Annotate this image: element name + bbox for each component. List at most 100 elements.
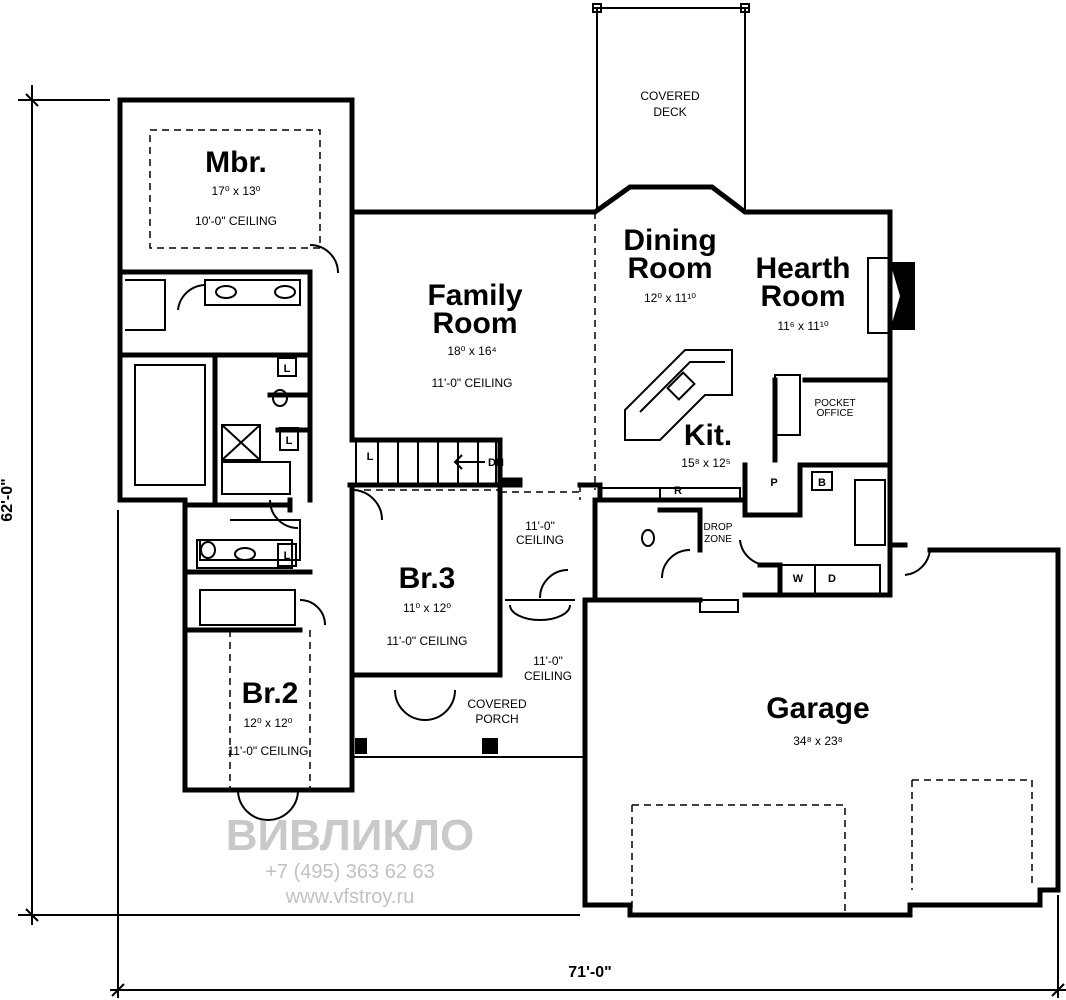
plan-stroke (117, 97, 188, 503)
kitchen-size: 15⁸ x 12⁵ (681, 456, 730, 470)
plan-stroke (811, 471, 833, 491)
staircase (355, 439, 497, 486)
covered-porch-label: COVERED (467, 697, 527, 711)
linen-label: L (284, 363, 291, 375)
linen-label: L (367, 451, 374, 463)
mbr-closet (125, 279, 206, 486)
laundry-area (780, 479, 886, 595)
watermark-phone: +7 (495) 363 62 63 (265, 861, 435, 883)
drop-zone-label: DROP (704, 522, 733, 533)
watermark-site: www.vfstroy.ru (285, 886, 415, 908)
toilet-icon (272, 389, 288, 407)
plan-stroke (582, 542, 1061, 918)
br3-size: 11⁰ x 12⁰ (403, 601, 451, 615)
mbr-ceiling: 10'-0" CEILING (195, 214, 277, 228)
covered-porch-label: PORCH (475, 712, 518, 726)
plan-stroke (204, 279, 301, 306)
porch-column-icon (482, 738, 498, 754)
plan-stroke (182, 502, 355, 793)
mbr-ceiling-outline (149, 129, 321, 249)
plan-stroke (111, 983, 125, 997)
hearth-room-size: 11⁶ x 11¹⁰ (777, 319, 829, 333)
plan-stroke (217, 352, 523, 488)
linen-label: L (286, 435, 293, 447)
br2-label: Br.2 (242, 677, 299, 710)
hall-ceiling: 11'-0" (525, 519, 555, 533)
pocket-office-label: OFFICE (817, 408, 854, 419)
kitchen-counter (600, 487, 741, 500)
linen-label: L (284, 550, 291, 562)
toilet-icon (641, 529, 655, 547)
family-room-label: Room (433, 307, 518, 340)
br2-ceiling: 11'-0" CEILING (227, 744, 308, 758)
plan-stroke (1051, 983, 1065, 997)
kitchen-island (624, 349, 733, 441)
br2-size: 12⁰ x 12⁰ (244, 716, 293, 730)
plan-stroke (25, 908, 39, 922)
width-dimension: 71'-0" (568, 964, 611, 981)
bathtub-icon (221, 461, 291, 495)
dryer-label: D (828, 573, 836, 585)
plan-stroke (279, 427, 299, 451)
plan-stroke (199, 519, 301, 626)
plan-stroke (117, 269, 313, 633)
br3-ceiling: 11'-0" CEILING (386, 634, 467, 648)
garage-label: Garage (766, 692, 869, 725)
plan-stroke (117, 97, 893, 598)
bench-label: B (818, 477, 826, 489)
kitchen-label: Kit. (684, 419, 732, 452)
dining-room-size: 12⁰ x 11¹⁰ (644, 291, 696, 305)
covered-deck (592, 3, 750, 212)
sink-icon (215, 285, 237, 299)
mbr-size: 17⁰ x 13⁰ (212, 184, 261, 198)
step (699, 599, 739, 613)
drop-zone-label: ZONE (704, 534, 732, 545)
door-swings (177, 244, 931, 821)
fixture-labels: L L L L DN R P B W D (277, 357, 836, 585)
sink-icon (274, 285, 296, 299)
cooktop-icon (774, 374, 801, 436)
toilet-icon (200, 541, 216, 559)
garage-doors (631, 779, 1033, 912)
kitchen-sink-icon (666, 371, 696, 401)
bath-fixtures (196, 279, 655, 569)
dining-room-label: Room (628, 252, 713, 285)
hearth-room-label: Hearth (755, 252, 850, 285)
dimension-labels: 62'-0" 71'-0" (0, 478, 612, 981)
washer-label: W (793, 573, 804, 585)
plan-stroke (592, 3, 750, 212)
fireplace-icon (890, 262, 915, 330)
watermark-brand: ВИВЛИКЛО (226, 811, 475, 860)
plan-stroke (355, 439, 497, 486)
entry-ceiling: 11'-0" (533, 654, 563, 668)
plan-stroke (453, 454, 485, 470)
pantry-label: P (770, 477, 777, 489)
plan-stroke (25, 93, 39, 107)
stairs-down-label: DN (488, 457, 504, 469)
exterior-walls (117, 97, 1061, 918)
hearth-icon (867, 257, 891, 334)
family-room-size: 18⁰ x 16⁴ (447, 344, 496, 358)
garage-size: 34⁸ x 23⁸ (793, 734, 843, 748)
family-room-ceiling: 11'-0" CEILING (431, 376, 512, 390)
room-divider-lines (229, 212, 596, 790)
porch-column-icon (355, 738, 367, 754)
entry-door (505, 599, 575, 621)
plan-stroke (221, 424, 261, 461)
mbr-label: Mbr. (205, 146, 267, 179)
plan-stroke (234, 547, 256, 561)
covered-deck-label: COVERED (640, 89, 700, 103)
shower-icon (221, 424, 261, 461)
covered-deck-label: DECK (653, 105, 686, 119)
hearth-room-label: Room (761, 280, 846, 313)
refrigerator-label: R (674, 485, 682, 497)
plan-stroke (177, 244, 931, 821)
plan-stroke (277, 357, 297, 377)
family-room-label: Family (427, 279, 522, 312)
dining-room-label: Dining (623, 224, 716, 257)
plan-stroke (349, 487, 503, 678)
plan-stroke (277, 543, 297, 567)
hall-ceiling: CEILING (516, 533, 564, 547)
pocket-office-label: POCKET (814, 398, 855, 409)
